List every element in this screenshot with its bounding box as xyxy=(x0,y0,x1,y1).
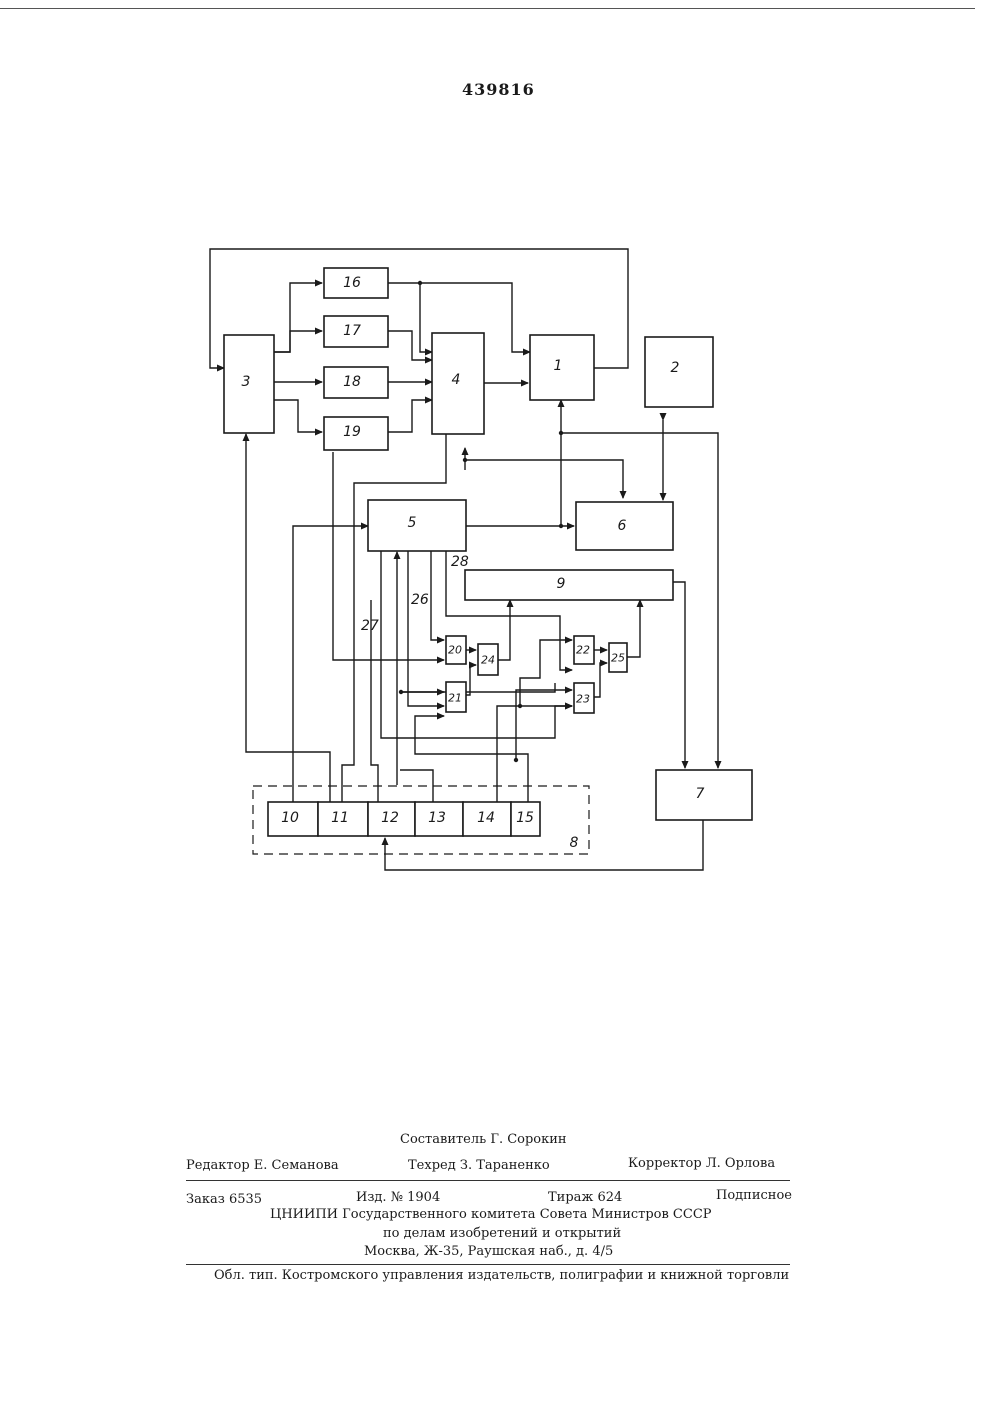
edition-number: Изд. № 1904 xyxy=(356,1190,440,1205)
order-number: Заказ 6535 xyxy=(186,1192,262,1207)
subscription-label: Подписное xyxy=(716,1188,792,1203)
address-line: Москва, Ж-35, Раушская наб., д. 4/5 xyxy=(364,1244,613,1259)
credits-rule-top xyxy=(186,1180,790,1181)
org-line-1: ЦНИИПИ Государственного комитета Совета … xyxy=(270,1207,712,1222)
credits-rule-bottom xyxy=(186,1264,790,1265)
editor-line: Редактор Е. Семанова xyxy=(186,1158,339,1173)
corrector-line: Корректор Л. Орлова xyxy=(628,1156,775,1171)
org-line-2: по делам изобретений и открытий xyxy=(383,1226,621,1241)
techred-line: Техред З. Тараненко xyxy=(408,1158,550,1173)
print-run: Тираж 624 xyxy=(548,1190,622,1205)
printer-line: Обл. тип. Костромского управления издате… xyxy=(214,1268,789,1283)
compiler-line: Составитель Г. Сорокин xyxy=(400,1132,567,1147)
